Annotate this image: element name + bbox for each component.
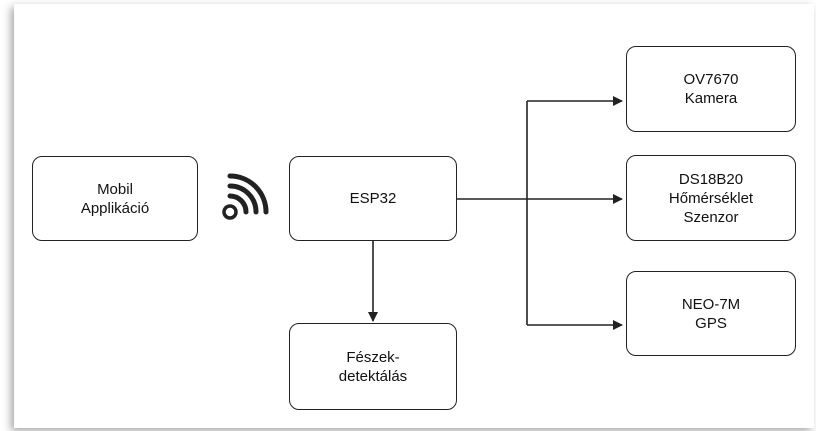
- gps-label: NEO-7M GPS: [681, 295, 741, 332]
- mobile-app-box: Mobil Applikáció: [32, 156, 198, 241]
- nest-detection-box: Fészek- detektálás: [289, 323, 457, 410]
- mobile-app-label: Mobil Applikáció: [80, 180, 150, 217]
- wifi-signal-icon: [222, 173, 269, 220]
- camera-box: OV7670 Kamera: [626, 46, 796, 132]
- esp32-box: ESP32: [289, 156, 457, 241]
- camera-label: OV7670 Kamera: [683, 71, 739, 107]
- temperature-sensor-label: DS18B20 Hőmérséklet Szenzor: [668, 170, 754, 226]
- gps-box: NEO-7M GPS: [626, 271, 796, 356]
- temperature-sensor-box: DS18B20 Hőmérséklet Szenzor: [626, 155, 796, 241]
- nest-detection-label: Fészek- detektálás: [338, 348, 408, 385]
- esp32-label: ESP32: [349, 190, 397, 207]
